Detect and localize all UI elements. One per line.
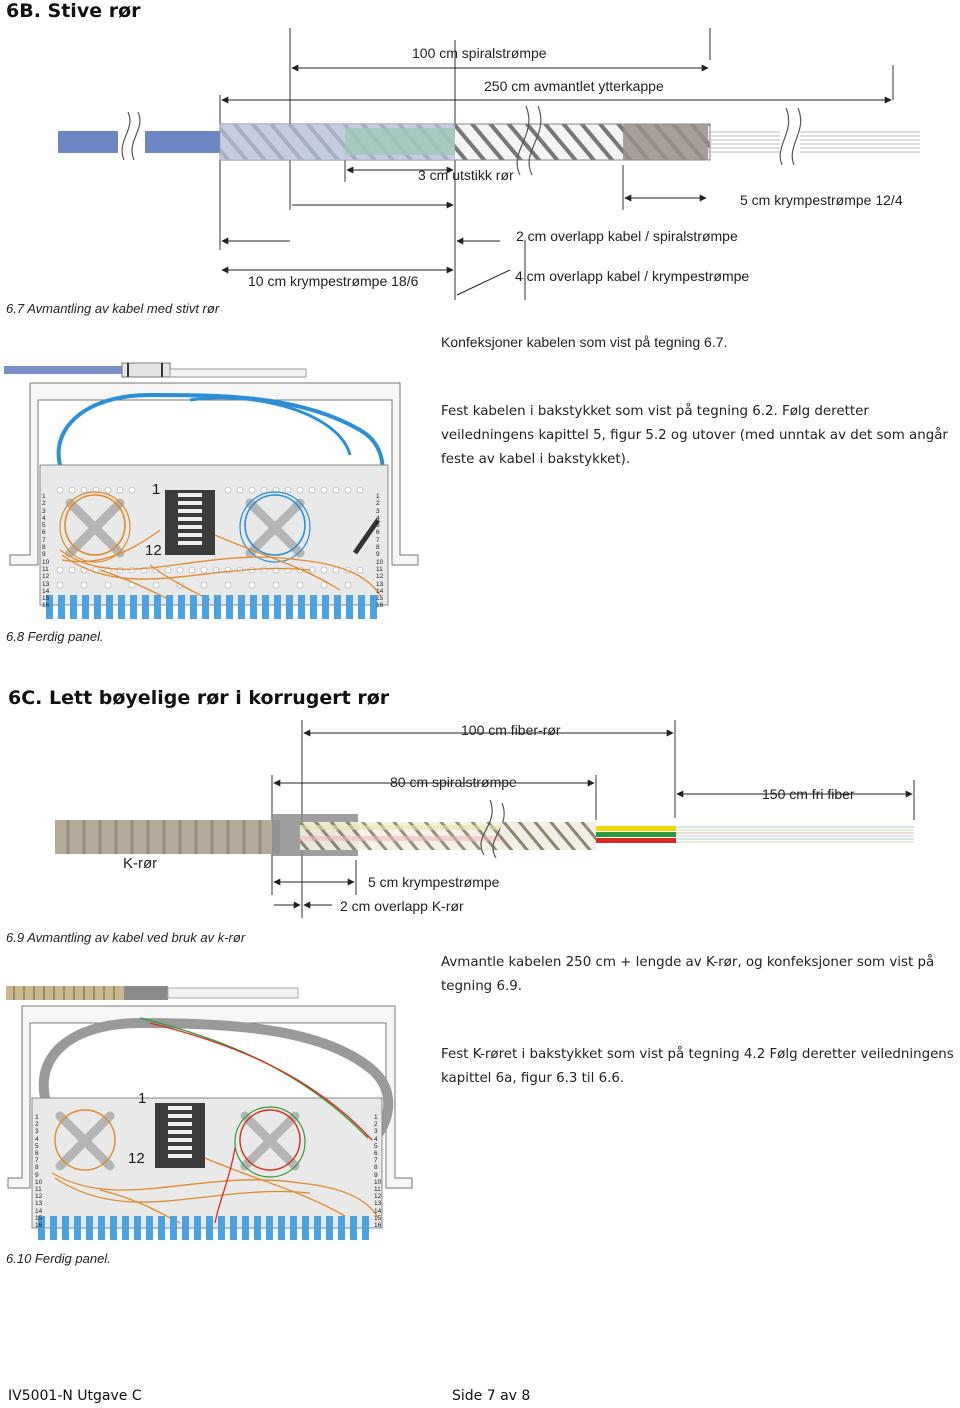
panel-label-12: 12 — [145, 542, 162, 559]
panel-label-1: 1 — [152, 481, 161, 498]
label-shrink-10: 10 cm krympestrømpe 18/6 — [248, 273, 419, 289]
cable-diagram-rigid: 100 cm spiralstrømpe 250 cm avmantlet yt… — [58, 28, 920, 300]
blue-cable-left — [58, 131, 118, 153]
cable-diagram-corrugated: 100 cm fiber-rør 80 cm spiralstrømpe 150… — [55, 720, 915, 918]
footer-page-number: Side 7 av 8 — [452, 1388, 531, 1404]
section-title-6c: 6C. Lett bøyelige rør i korrugert rør — [8, 687, 390, 709]
label-overlap-4: 4 cm overlapp kabel / krympestrømpe — [515, 268, 749, 284]
adapter-block-2 — [155, 1103, 205, 1168]
k-tube — [55, 820, 280, 854]
label-spiral-100: 100 cm spiralstrømpe — [412, 45, 547, 61]
label-protrude-3: 3 cm utstikk rør — [418, 167, 514, 183]
paragraph-6b-2: Fest kabelen i bakstykket som vist på te… — [441, 404, 948, 467]
paragraph-6c-2: Fest K-røret i bakstykket som vist på te… — [441, 1047, 954, 1086]
adapter-block — [165, 490, 215, 555]
figure-caption-6-10: 6.10 Ferdig panel. — [6, 1251, 111, 1266]
label-overlap-2: 2 cm overlapp kabel / spiralstrømpe — [516, 228, 738, 244]
label-shrink-5-6c: 5 cm krympestrømpe — [368, 874, 500, 890]
figure-caption-6-9: 6.9 Avmantling av kabel ved bruk av k-rø… — [6, 930, 246, 945]
label-outer-250: 250 cm avmantlet ytterkappe — [484, 78, 664, 94]
figure-caption-6-8: 6.8 Ferdig panel. — [6, 629, 104, 644]
label-shrink-5: 5 cm krympestrømpe 12/4 — [740, 192, 903, 208]
panel-label-1-6c: 1 — [138, 1090, 147, 1107]
label-free-fiber-150: 150 cm fri fiber — [762, 786, 855, 802]
figure-caption-6-7: 6.7 Avmantling av kabel med stivt rør — [6, 301, 220, 316]
label-spiral-80: 80 cm spiralstrømpe — [390, 774, 517, 790]
footer-doc-id: IV5001-N Utgave C — [8, 1388, 142, 1404]
section-title-6b: 6B. Stive rør — [6, 0, 141, 22]
label-fiber-tube-100: 100 cm fiber-rør — [461, 722, 561, 738]
label-k-tube: K-rør — [123, 855, 157, 872]
paragraph-6b-1: Konfeksjoner kabelen som vist på tegning… — [441, 334, 728, 350]
paragraph-6c-1: Avmantle kabelen 250 cm + lengde av K-rø… — [441, 955, 935, 994]
label-overlap-k-tube: 2 cm overlapp K-rør — [340, 898, 464, 914]
panel-label-12-6c: 12 — [128, 1150, 145, 1167]
